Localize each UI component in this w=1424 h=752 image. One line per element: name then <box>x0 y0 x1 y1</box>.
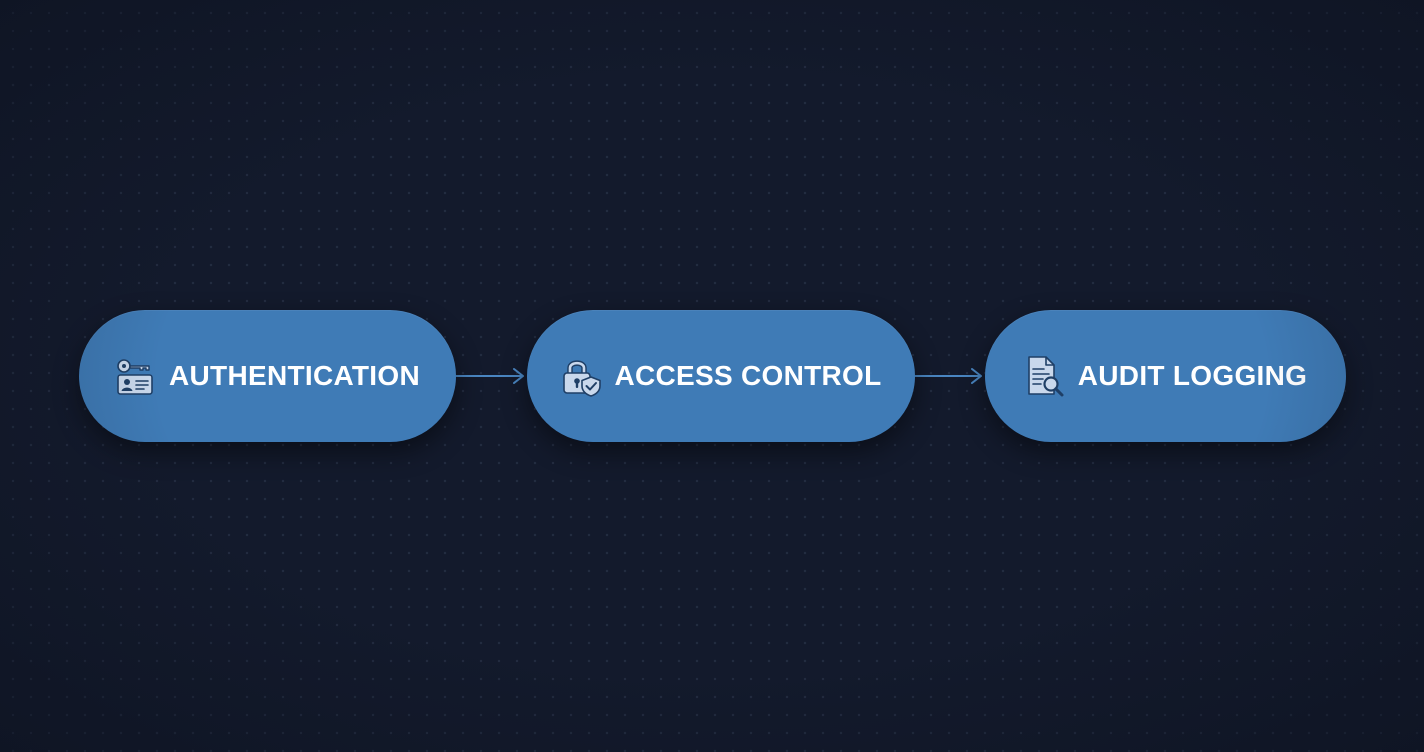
node-access-control[interactable]: ACCESS CONTROL <box>527 310 915 442</box>
connector-authentication-to-access-control <box>456 368 524 384</box>
lock-shield-icon <box>560 355 602 397</box>
connector-access-control-to-audit-logging <box>915 368 982 384</box>
node-audit-logging[interactable]: AUDIT LOGGING <box>985 310 1346 442</box>
node-label-authentication: AUTHENTICATION <box>169 360 420 391</box>
node-authentication[interactable]: AUTHENTICATION <box>79 310 456 442</box>
key-id-card-icon <box>115 355 157 397</box>
document-search-icon <box>1024 355 1066 397</box>
node-label-audit-logging: AUDIT LOGGING <box>1077 360 1308 391</box>
node-label-access-control: ACCESS CONTROL <box>614 360 882 391</box>
